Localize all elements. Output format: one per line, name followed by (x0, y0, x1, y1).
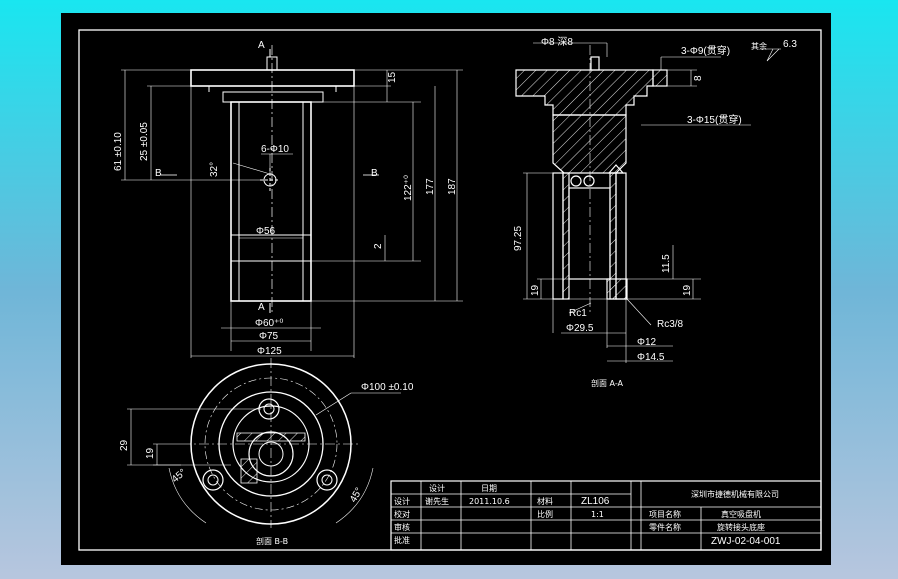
dimension-label: 6-Φ10 (261, 144, 289, 155)
dimension-label: 45° (170, 467, 189, 485)
dimension-label: 45° (348, 486, 365, 505)
cad-drawing: A A B B 15 6-Φ10 32° 61 ±0.10 25 ±0.05 1… (78, 29, 822, 551)
dimension-label: 187 (447, 178, 458, 195)
section-view (515, 42, 781, 363)
title-block-label: 日期 (481, 484, 497, 493)
section-caption: 剖面 B-B (256, 536, 288, 546)
dimension-label: Φ100 ±0.10 (361, 382, 414, 393)
title-block-text: 设计 日期 设计 谢先生 2011.10.6 材料 ZL106 校对 比例 1:… (394, 483, 781, 547)
designer-name: 谢先生 (425, 496, 449, 506)
dimension-label: Φ14.5 (637, 352, 665, 363)
dimension-label: Rc3/8 (657, 319, 684, 330)
section-label: B (371, 168, 378, 179)
dimension-label: 19 (145, 447, 156, 459)
section-label: B (155, 168, 162, 179)
dimension-label: 2 (373, 243, 384, 249)
title-block-label: 零件名称 (649, 522, 681, 532)
title-block-label: 比例 (537, 509, 553, 519)
drawing-date: 2011.10.6 (469, 497, 510, 506)
dimension-label: 177 (425, 178, 436, 195)
dimension-label: Rc1 (569, 308, 587, 319)
dimension-label: 3-Φ9(贯穿) (681, 44, 730, 57)
dimension-label: Φ29.5 (566, 323, 594, 334)
section-label: A (258, 302, 265, 313)
part-name: 旋转接头底座 (717, 522, 765, 532)
dimension-label: 8 (693, 75, 704, 81)
material-value: ZL106 (581, 496, 610, 507)
front-view-labels: A A B B 15 6-Φ10 32° 61 ±0.10 25 ±0.05 1… (113, 40, 458, 357)
company-name: 深圳市捷德机械有限公司 (691, 489, 779, 499)
dimension-label: 11.5 (661, 254, 672, 273)
bottom-view (127, 358, 401, 528)
surface-finish-label: 6.3 (783, 39, 797, 50)
dimension-label: Φ8 深8 (541, 36, 573, 48)
dimension-label: 32° (209, 162, 220, 177)
section-view-labels: Φ8 深8 3-Φ9(贯穿) 3-Φ15(贯穿) 8 97.25 11.5 19… (513, 36, 797, 388)
dimension-label: 29 (119, 439, 130, 451)
dimension-label: 19 (530, 284, 541, 296)
scale-value: 1:1 (591, 510, 604, 519)
dimension-label: 61 ±0.10 (113, 132, 124, 171)
title-block-label: 设计 (429, 483, 445, 493)
remaining-finish-label: 其余 (751, 41, 767, 51)
title-block-label: 校对 (394, 509, 410, 519)
drawing-border (78, 29, 822, 551)
dimension-label: 15 (387, 71, 398, 83)
dimension-label: Φ125 (257, 346, 282, 357)
front-view (121, 45, 463, 358)
dimension-label: 97.25 (513, 226, 524, 251)
title-block (390, 480, 822, 551)
dimension-label: Φ12 (637, 337, 657, 348)
drawing-number: ZWJ-02-04-001 (711, 536, 781, 547)
title-block-label: 材料 (537, 496, 553, 506)
title-block-label: 项目名称 (649, 509, 681, 519)
title-block-label: 批准 (394, 535, 410, 545)
dimension-label: Φ75 (259, 331, 279, 342)
dimension-label: 19 (682, 284, 693, 296)
project-name: 真空吸盘机 (721, 509, 761, 519)
dimension-label: Φ60⁺⁰ (255, 318, 283, 329)
section-caption: 剖面 A-A (591, 378, 624, 388)
dimension-label: 122⁺⁰ (403, 175, 414, 201)
title-block-label: 设计 (394, 496, 410, 506)
dimension-label: 3-Φ15(贯穿) (687, 113, 742, 126)
title-block-label: 审核 (394, 522, 410, 532)
dimension-label: Φ56 (256, 226, 276, 237)
drawing-sheet: A A B B 15 6-Φ10 32° 61 ±0.10 25 ±0.05 1… (61, 13, 831, 565)
section-label: A (258, 40, 265, 51)
dimension-label: 25 ±0.05 (139, 122, 150, 161)
